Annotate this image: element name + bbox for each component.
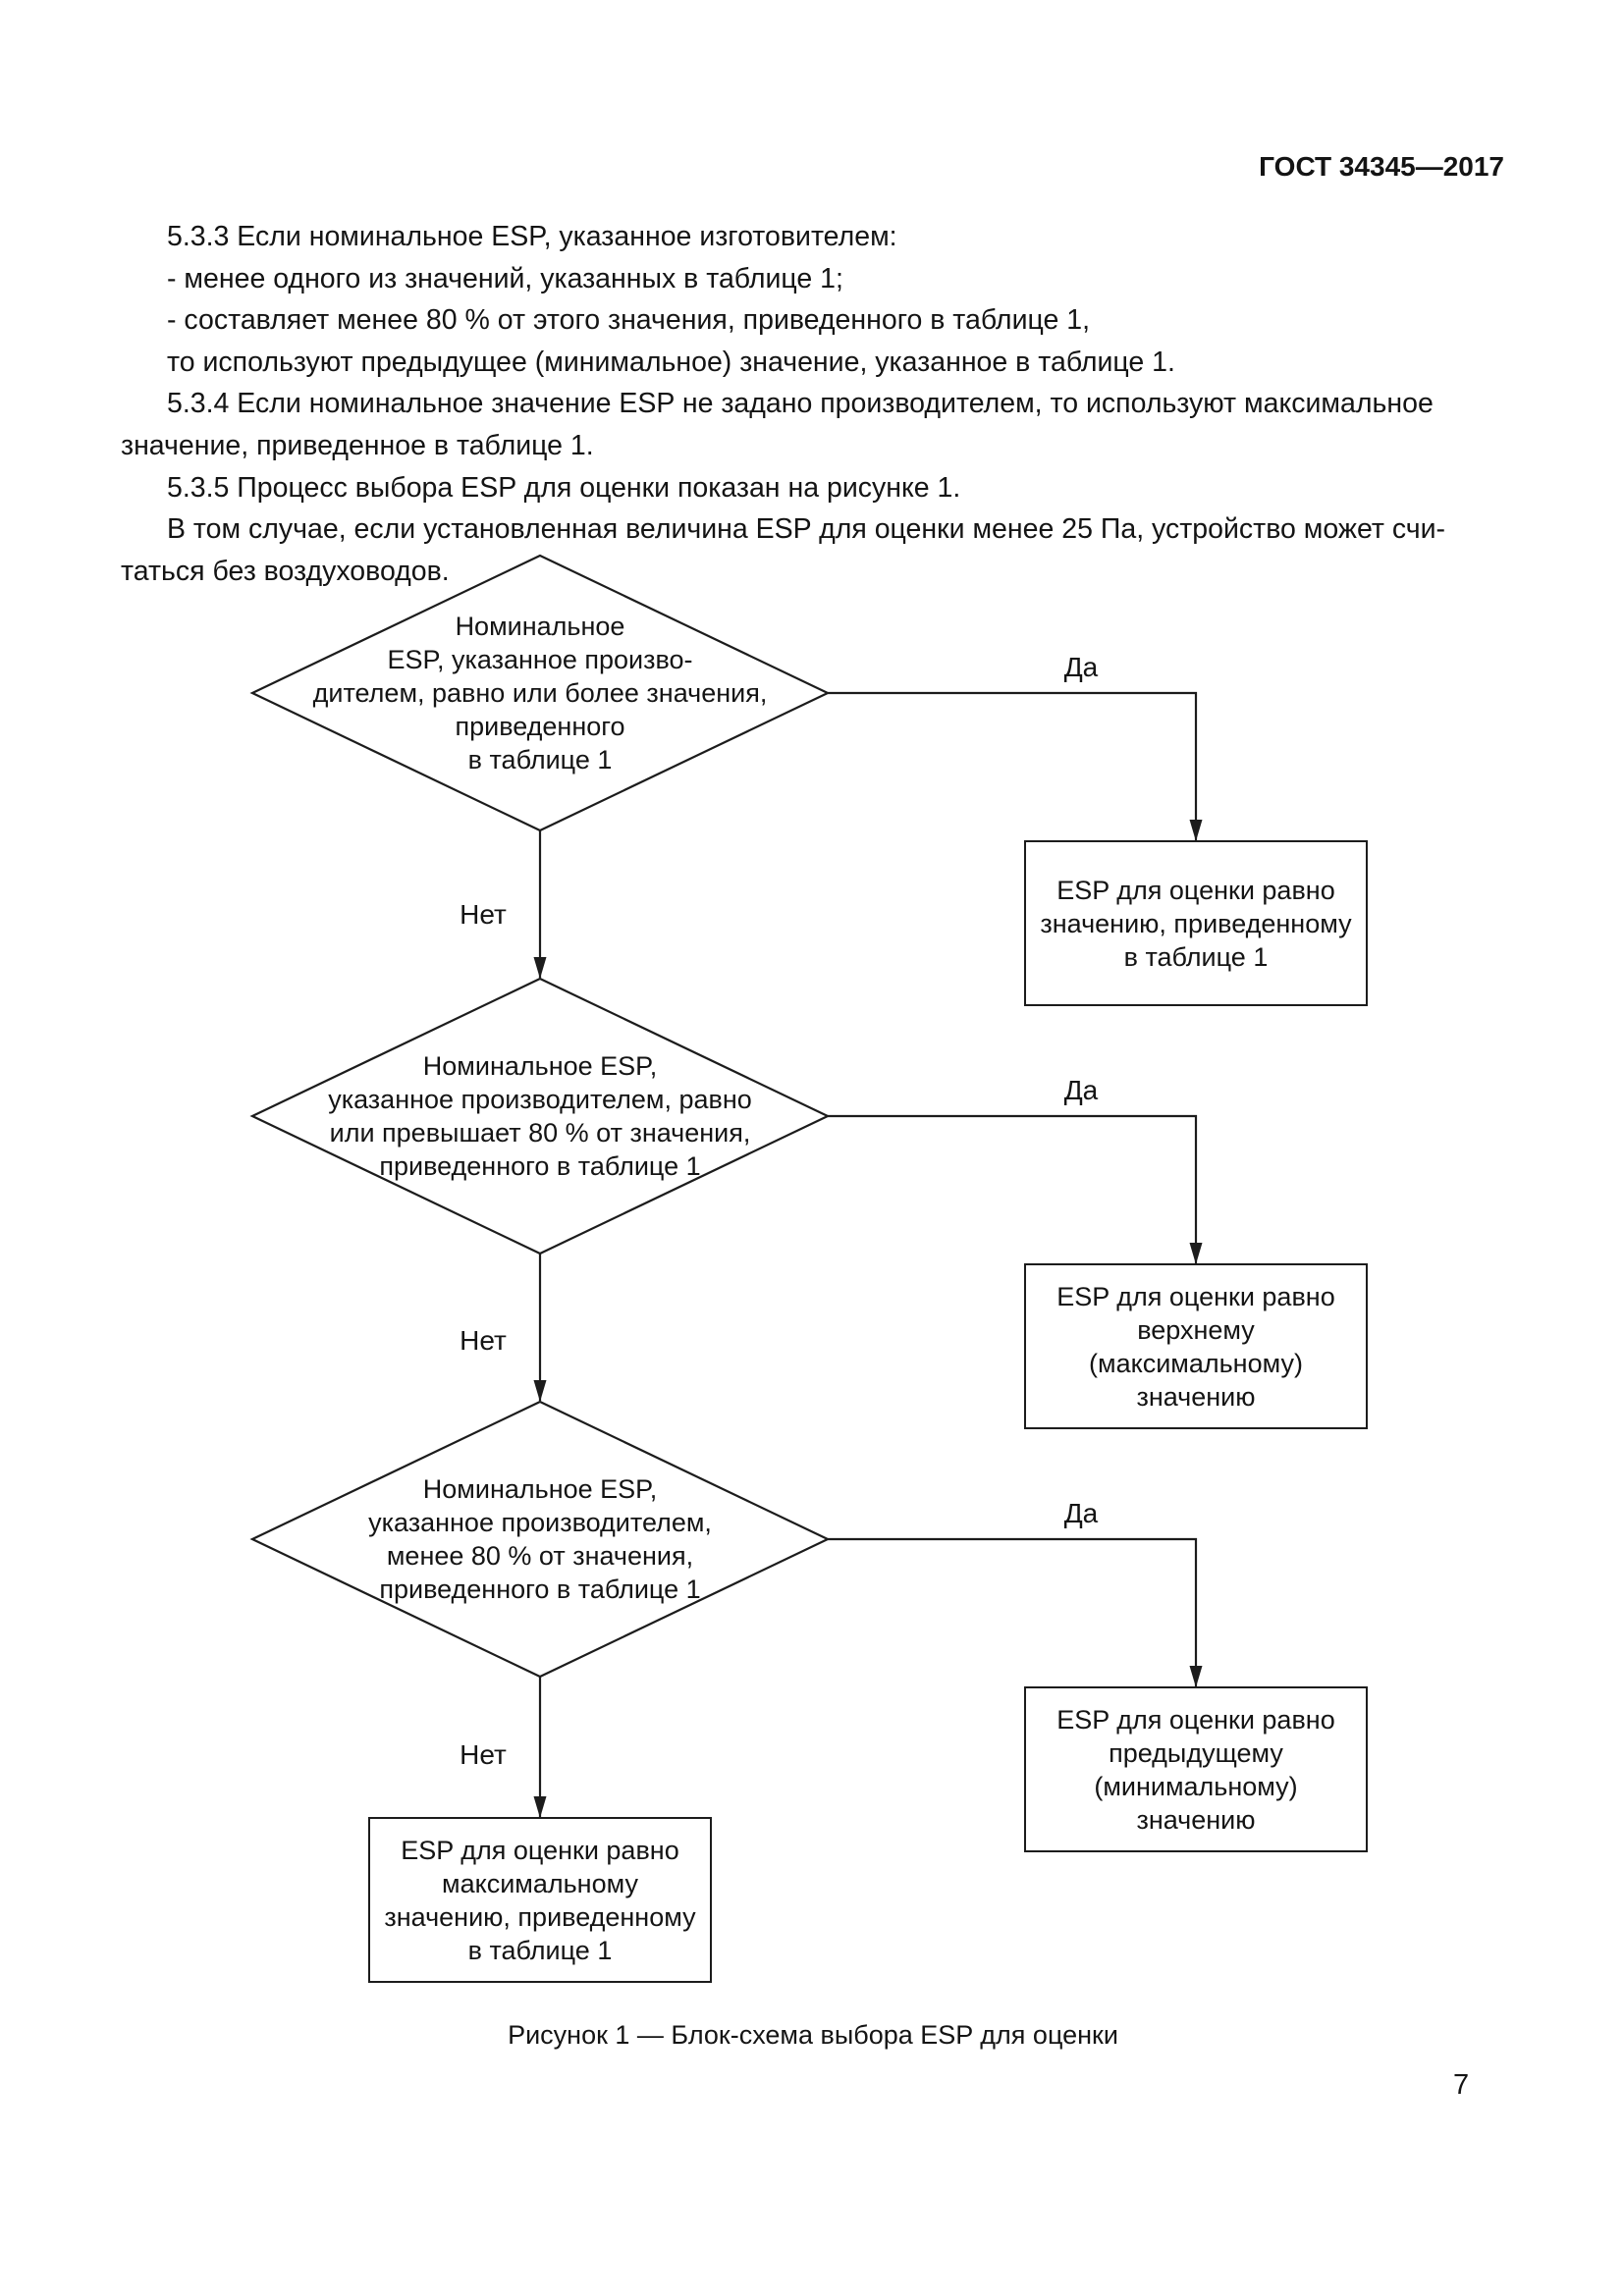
page-number: 7	[1453, 2069, 1470, 2101]
decision-2-text: Номинальное ESP, указанное производителе…	[328, 1051, 752, 1181]
paragraph-dash-1: - менее одного из значений, указанных в …	[167, 262, 843, 294]
yes-branch-3-connector	[828, 1537, 1203, 1687]
paragraph-conclusion: то используют предыдущее (минимальное) з…	[167, 346, 1175, 378]
paragraph-dash-2: - составляет менее 80 % от этого значени…	[167, 304, 1091, 337]
no-label-3: Нет	[460, 1739, 507, 1770]
yes-branch-1-connector	[828, 691, 1203, 841]
paragraph-5-3-3: 5.3.3 Если номинальное ESP, указанное из…	[167, 221, 897, 252]
yes-branch-2-connector	[828, 1114, 1203, 1264]
paragraph-5-3-5: 5.3.5 Процесс выбора ESP для оценки пока…	[167, 471, 961, 504]
no-label-1: Нет	[460, 899, 507, 930]
result-3-box: ESP для оценки равно предыдущему (минима…	[1024, 1686, 1368, 1852]
paragraph-5-3-4: 5.3.4 Если номинальное значение ESP не з…	[121, 388, 1434, 461]
yes-label-1: Да	[1063, 652, 1099, 682]
yes-label-3: Да	[1063, 1498, 1099, 1528]
body-text: 5.3.3 Если номинальное ESP, указанное из…	[121, 216, 1505, 592]
decision-1-text: Номинальное ESP, указанное произво- дите…	[312, 612, 768, 774]
result-2-box: ESP для оценки равно верхнему (максималь…	[1024, 1263, 1368, 1429]
result-4-box: ESP для оценки равно максимальному значе…	[368, 1817, 712, 1983]
figure-caption: Рисунок 1 — Блок-схема выбора ESP для оц…	[508, 2020, 1118, 2050]
standard-number-header: ГОСТ 34345—2017	[1259, 151, 1504, 182]
decision-3-text: Номинальное ESP, указанное производителе…	[368, 1474, 712, 1604]
no-label-2: Нет	[460, 1325, 507, 1356]
paragraph-note: В том случае, если установленная величин…	[121, 513, 1446, 587]
yes-label-2: Да	[1063, 1075, 1099, 1105]
result-1-box: ESP для оценки равно значению, приведенн…	[1024, 840, 1368, 1006]
